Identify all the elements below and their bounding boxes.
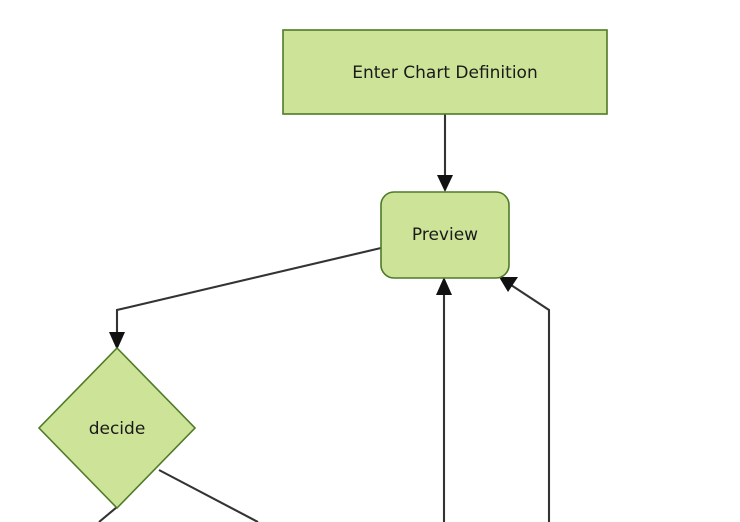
node-decide-label: decide — [89, 419, 146, 439]
edge-bottom-left-to-preview[interactable] — [436, 277, 452, 522]
node-enter-chart-definition[interactable]: Enter Chart Definition — [282, 29, 608, 115]
node-layer: Enter Chart Definition Preview decide — [37, 29, 608, 510]
node-preview-label: Preview — [412, 225, 478, 245]
node-preview[interactable]: Preview — [380, 191, 510, 279]
node-decide-shape — [37, 346, 197, 510]
edge-enter-to-preview[interactable] — [437, 114, 453, 192]
edge-decide-down-left-line — [98, 506, 118, 522]
edge-decide-down-right[interactable] — [158, 469, 259, 522]
node-decide[interactable]: decide — [37, 346, 197, 510]
edge-bottom-right-to-preview-line — [507, 282, 551, 522]
node-preview-shape — [380, 191, 510, 279]
edge-preview-to-decide-line — [115, 246, 382, 339]
edge-preview-to-decide-arrowhead — [109, 332, 125, 350]
edge-preview-to-decide[interactable] — [109, 246, 382, 350]
edge-bottom-right-to-preview-arrowhead — [499, 277, 518, 292]
node-enter-chart-definition-shape — [282, 29, 608, 115]
node-enter-chart-definition-label: Enter Chart Definition — [352, 63, 537, 83]
edge-decide-down-right-line — [158, 469, 259, 522]
edge-bottom-right-to-preview[interactable] — [499, 277, 551, 522]
edge-layer — [98, 114, 551, 522]
edge-decide-down-left[interactable] — [98, 506, 118, 522]
edge-bottom-left-to-preview-arrowhead — [436, 277, 452, 295]
edge-enter-to-preview-arrowhead — [437, 175, 453, 192]
